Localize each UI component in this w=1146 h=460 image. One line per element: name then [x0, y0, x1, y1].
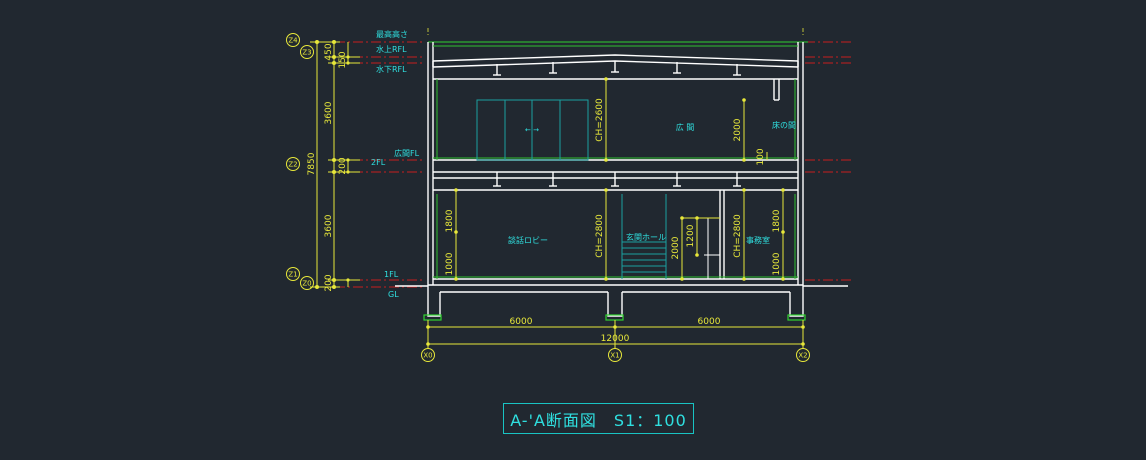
dim-200-mid: 200 [338, 157, 348, 174]
level-tag-z4 [286, 33, 300, 47]
dim-lobby-1000: 1000 [445, 252, 455, 275]
level-label-hall-fl: 広間FL [394, 148, 420, 158]
dim-span-total: 12000 [601, 334, 630, 344]
dim-span-left: 6000 [510, 317, 533, 327]
vertical-dimension-ticks [315, 40, 350, 289]
grid-tag-x0 [421, 348, 435, 362]
hall-door [704, 217, 720, 279]
grid-tag-x2-label: X2 [798, 352, 807, 360]
building-structure [395, 42, 848, 317]
dim-hall-2000: 2000 [671, 236, 681, 259]
roof-beams [493, 61, 741, 76]
grid-tag-x1 [608, 348, 622, 362]
room-upper-alcove: 床の間 [772, 120, 796, 130]
dim-alcove-2000: 2000 [733, 118, 743, 141]
level-label-ridge-rfl: 水上RFL [376, 44, 407, 54]
dim-3600-upper: 3600 [324, 101, 334, 124]
level-label-2fl: 2FL [371, 158, 386, 167]
level-tag-z1-label: Z1 [288, 271, 297, 279]
level-tag-z2-label: Z2 [288, 161, 297, 169]
room-entrance-hall: 玄関ホール [626, 232, 666, 242]
floor-beams [493, 172, 741, 187]
dim-office-1000: 1000 [772, 252, 782, 275]
room-dimension-ticks [454, 77, 785, 281]
dim-office-1800: 1800 [772, 209, 782, 232]
grid-tag-x1-label: X1 [610, 352, 619, 360]
dim-lobby-1800: 1800 [445, 209, 455, 232]
level-tag-z4-label: Z4 [288, 37, 298, 45]
dim-ch-lobby: CH=2800 [595, 214, 605, 258]
grid-tag-x0-label: X0 [423, 352, 432, 360]
drawing-title: A-'A断面図 S1：100 [503, 403, 694, 434]
dim-200-bottom: 200 [324, 274, 334, 291]
level-tag-z3-label: Z3 [302, 49, 311, 57]
level-label-max-height: 最高高さ [376, 29, 408, 39]
level-tag-z3 [300, 45, 314, 59]
level-tag-z1 [286, 267, 300, 281]
stair [621, 194, 667, 279]
dim-3600-lower: 3600 [324, 214, 334, 237]
level-tag-z0 [300, 276, 314, 290]
dim-150: 150 [338, 51, 348, 68]
level-tag-z0-label: Z0 [302, 280, 311, 288]
dim-hall-1200: 1200 [686, 224, 696, 247]
dim-ch-upper: CH=2600 [595, 98, 605, 142]
level-tag-z2 [286, 157, 300, 171]
level-label-eaves-rfl: 水下RFL [376, 64, 407, 74]
sliding-door-arrows: ← → [525, 126, 539, 134]
room-dimension-lines [455, 79, 784, 279]
room-upper-hall: 広 間 [676, 122, 695, 132]
level-label-1fl: 1FL [384, 270, 399, 279]
sliding-door [476, 99, 589, 161]
dim-450: 450 [324, 43, 334, 60]
level-label-gl: GL [388, 290, 399, 299]
dim-7850-total: 7850 [307, 152, 317, 175]
grid-axis-lines [427, 28, 804, 35]
dim-span-right: 6000 [698, 317, 721, 327]
room-office: 事務室 [746, 235, 770, 245]
vertical-dimension-chain [310, 41, 360, 288]
dim-ch-office: CH=2800 [733, 214, 743, 258]
interior-finish [433, 45, 798, 279]
grid-tag-x2 [796, 348, 810, 362]
dim-alcove-100: 100 [756, 148, 766, 165]
room-lobby: 談話ロビー [508, 235, 548, 245]
